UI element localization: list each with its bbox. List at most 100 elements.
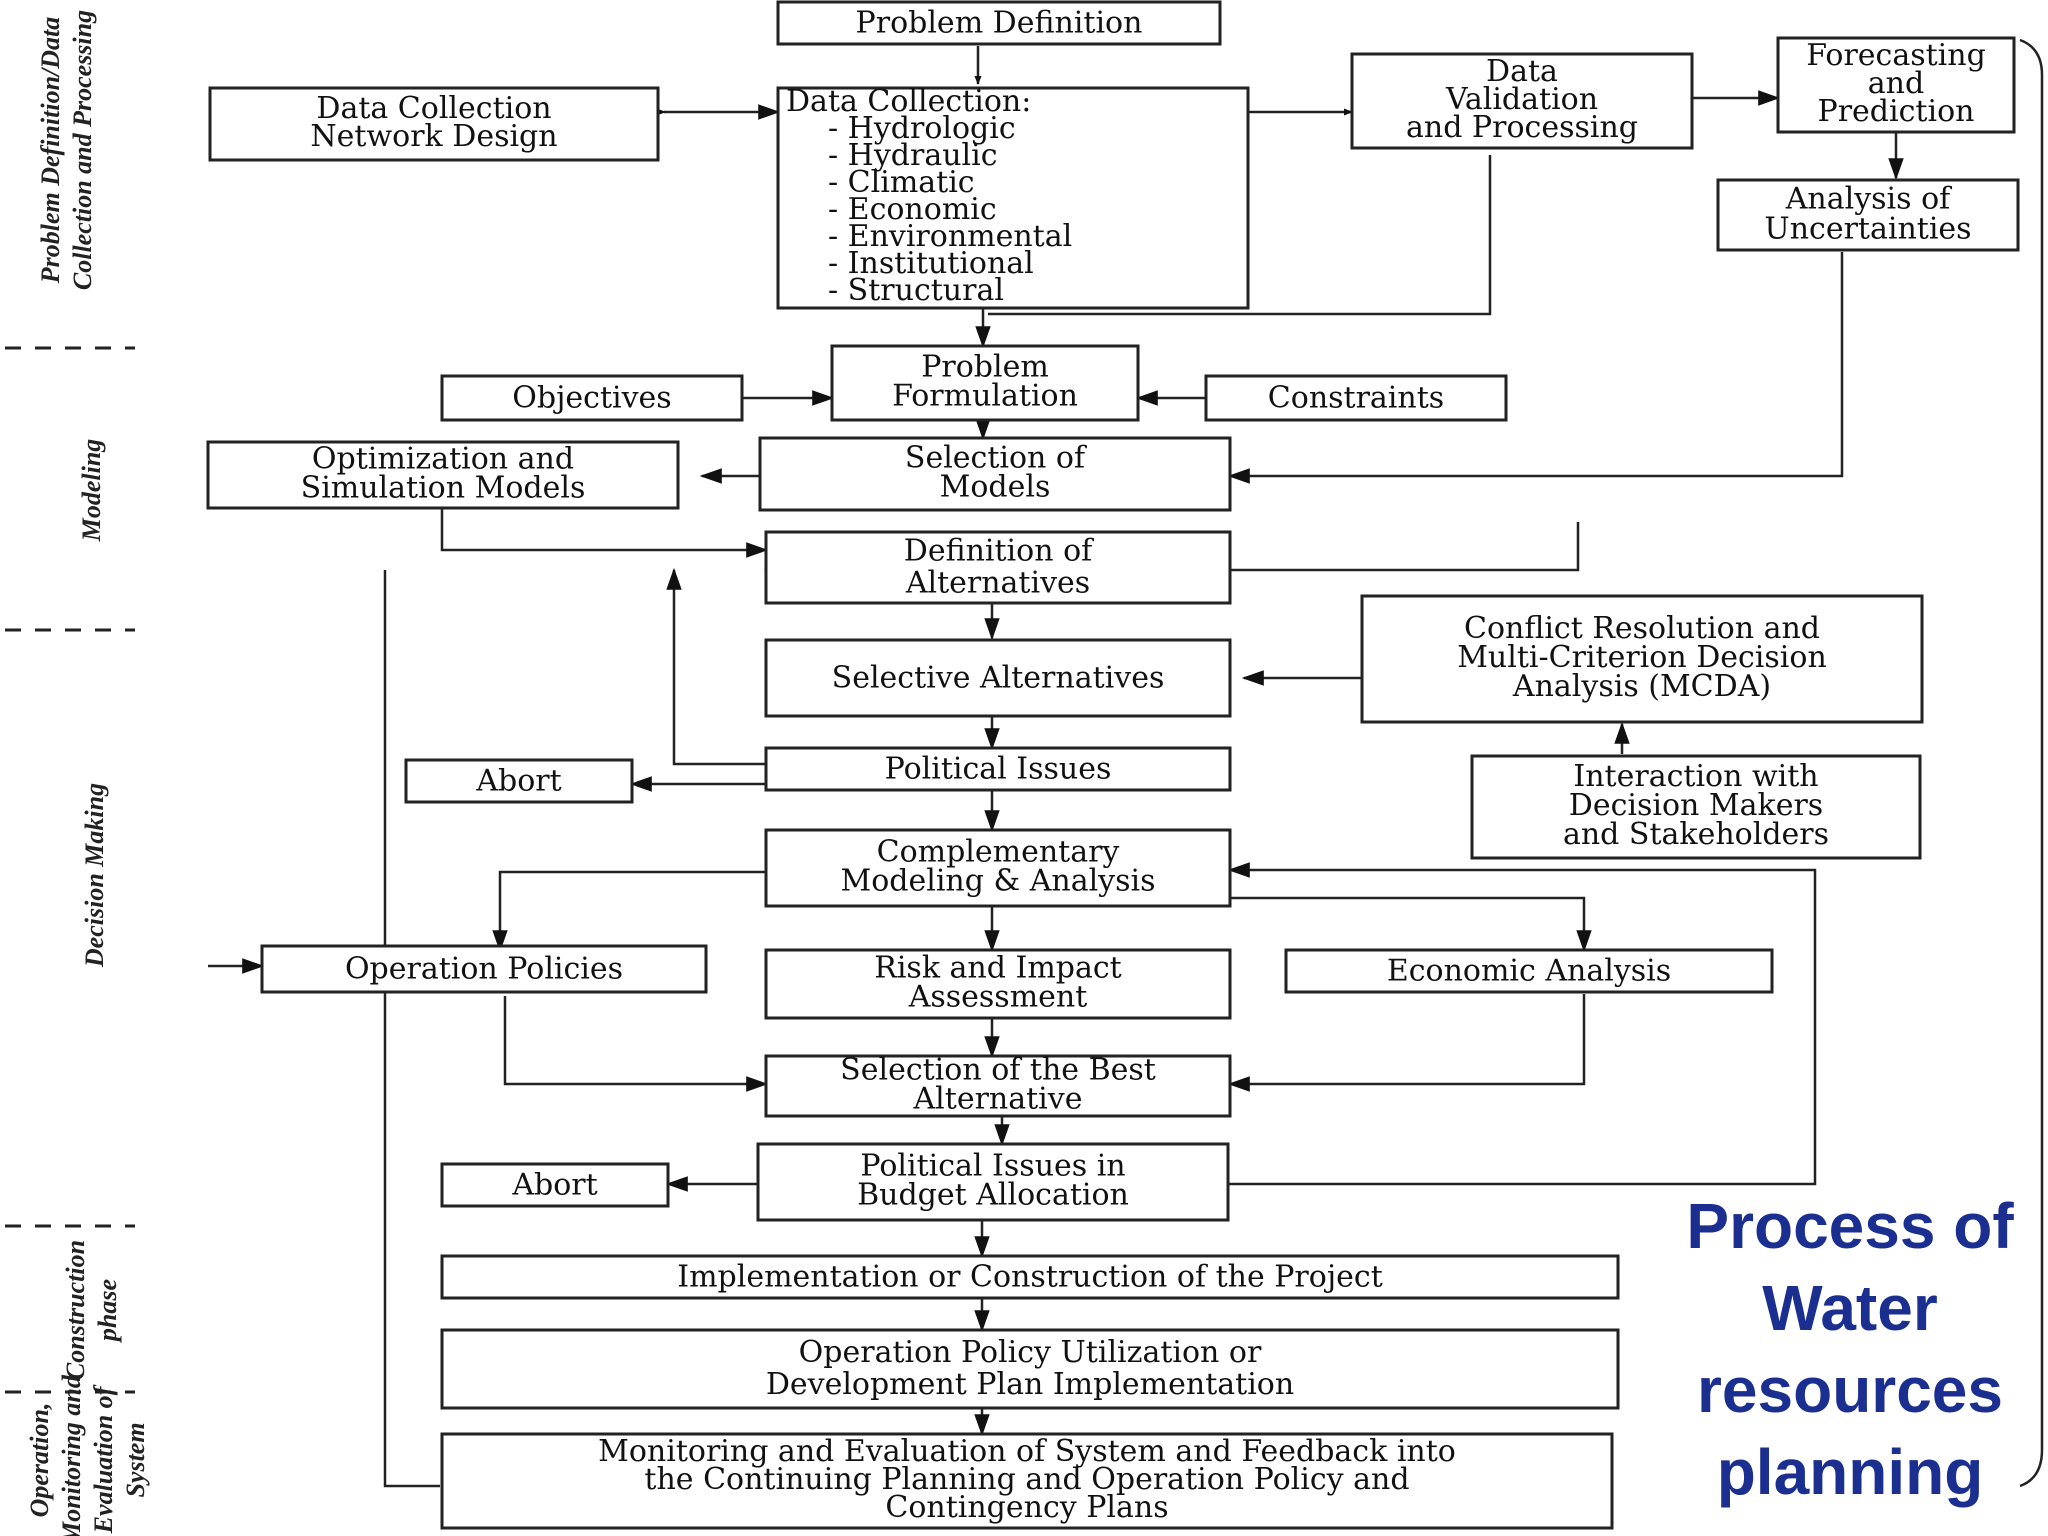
arrow-economic-to-best: [1227, 994, 1586, 1092]
node-constraints: Constraints: [1204, 374, 1508, 422]
node-label-line: Development Plan Implementation: [766, 1367, 1294, 1402]
node-objectives: Objectives: [440, 374, 744, 422]
node-box: [830, 344, 1140, 422]
node-label-line: Uncertainties: [1764, 211, 1971, 246]
node-box: [758, 436, 1232, 512]
node-label-line: Data Collection: [316, 91, 551, 126]
node-label-line: Interaction with: [1573, 759, 1818, 794]
node-label-line: Alternative: [913, 1082, 1083, 1117]
node-label: Operation Policies: [345, 952, 623, 987]
node-box: [764, 530, 1232, 605]
phase-label: Decision Making: [80, 783, 109, 968]
node-label-line: Implementation or Construction of the Pr…: [677, 1260, 1383, 1295]
phase-label: Modeling: [77, 439, 106, 543]
node-box: [1350, 52, 1694, 150]
node-label-line: Decision Makers: [1569, 788, 1823, 823]
node-label-line: Optimization and: [312, 442, 574, 477]
phase-label-line: Modeling: [77, 439, 106, 543]
node-label-line: Definition of: [904, 533, 1094, 568]
node-label-line: Validation: [1445, 82, 1598, 117]
node-label-line: Data Collection:: [786, 84, 1031, 119]
arrow-complementary-to-policies: [492, 870, 766, 953]
node-label-line: Operation Policies: [345, 952, 623, 987]
node-label-line: the Continuing Planning and Operation Po…: [644, 1462, 1409, 1497]
node-implementation: Implementation or Construction of the Pr…: [440, 1254, 1620, 1300]
phase-label-line: Operation,: [25, 1403, 54, 1518]
caption-line: Water: [1762, 1272, 1938, 1344]
connectors: [208, 46, 1904, 1488]
phase-label-line: Collection and Processing: [68, 10, 97, 290]
node-label-line: - Hydrologic: [828, 111, 1016, 146]
node-box: [440, 1328, 1620, 1410]
node-label: Implementation or Construction of the Pr…: [677, 1260, 1383, 1295]
node-label-line: Problem Definition: [856, 6, 1143, 41]
node-box: [404, 758, 634, 804]
node-label: Objectives: [512, 381, 671, 416]
node-box: [1716, 178, 2020, 252]
node-label-line: Prediction: [1818, 94, 1975, 129]
node-box: [440, 374, 744, 422]
arrow-optimization-to-definition: [440, 508, 769, 558]
node-label-line: Operation Policy Utilization or: [799, 1335, 1262, 1370]
node-box: [764, 828, 1232, 908]
phase-label-line: Decision Making: [80, 783, 109, 968]
node-label-line: and Stakeholders: [1563, 817, 1829, 852]
node-label-line: Complementary: [877, 835, 1120, 870]
phase-label-line: System: [121, 1422, 150, 1497]
node-label-line: Forecasting: [1806, 38, 1986, 73]
node-label-line: Selection of: [905, 441, 1087, 476]
phase-label-line: phase: [93, 1279, 122, 1343]
node-problem-definition: Problem Definition: [776, 0, 1222, 46]
phase-label-line: Construction: [61, 1240, 90, 1380]
line-monitoring-feedback: [383, 570, 440, 1488]
arrow-policies-to-best: [503, 996, 769, 1092]
arrow-complementary-to-economic: [1230, 896, 1592, 953]
node-abort-2: Abort: [440, 1162, 670, 1208]
node-selective-alternatives: Selective Alternatives: [764, 638, 1232, 718]
node-label-line: Budget Allocation: [857, 1178, 1129, 1213]
node-label: Monitoring and Evaluation of System and …: [598, 1434, 1456, 1525]
line-validation-to-formulation: [988, 155, 1492, 316]
node-label-line: Abort: [511, 1168, 597, 1203]
arrow-political-to-definition: [666, 567, 766, 766]
node-label-line: - Hydraulic: [828, 138, 998, 173]
node-label-line: Objectives: [512, 381, 671, 416]
node-box: [1284, 948, 1774, 994]
node-label-line: Models: [940, 470, 1051, 505]
node-box: [206, 440, 680, 510]
node-box: [1360, 594, 1924, 724]
node-label-line: Contingency Plans: [885, 1490, 1168, 1525]
node-box: [776, 86, 1250, 310]
node-label-line: - Environmental: [828, 219, 1072, 254]
node-box: [1204, 374, 1508, 422]
node-label: Constraints: [1268, 381, 1444, 416]
node-box: [764, 948, 1232, 1020]
caption-line: resources: [1697, 1354, 2003, 1426]
node-label: Data Collection:- Hydrologic- Hydraulic -…: [786, 84, 1072, 308]
caption-line: Process of: [1686, 1190, 2014, 1262]
node-label: Abort: [475, 764, 561, 799]
node-label-line: Multi-Criterion Decision: [1457, 640, 1827, 675]
node-label: Political Issues: [885, 752, 1112, 787]
node-box: [440, 1254, 1620, 1300]
